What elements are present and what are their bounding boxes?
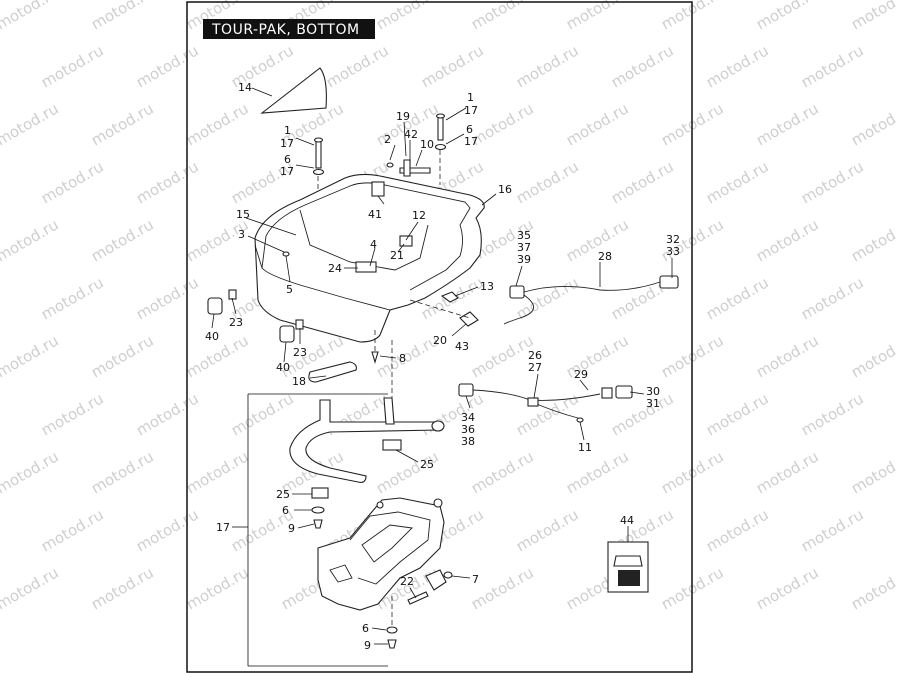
callout-44: 44 <box>620 514 634 527</box>
callout-24: 24 <box>328 262 342 275</box>
callout-17: 17 <box>280 137 294 150</box>
callout-38: 38 <box>461 435 475 448</box>
callout-9: 9 <box>288 522 295 535</box>
title-banner: TOUR-PAK, BOTTOM <box>203 19 375 39</box>
callout-18: 18 <box>292 375 306 388</box>
callout-19: 19 <box>396 110 410 123</box>
callout-36: 36 <box>461 423 475 436</box>
callout-41: 41 <box>368 208 382 221</box>
assembly-line <box>409 299 471 319</box>
group-bracket <box>247 393 388 667</box>
callout-1: 1 <box>284 124 291 137</box>
callout-1: 1 <box>467 91 474 104</box>
diagram-frame <box>186 1 693 673</box>
callout-13: 13 <box>480 280 494 293</box>
part-luggage-rack-tube <box>289 397 445 483</box>
callout-28: 28 <box>598 250 612 263</box>
callout-30: 30 <box>646 385 660 398</box>
part-liner-pad <box>260 67 327 114</box>
callout-11: 11 <box>578 441 592 454</box>
part-nut <box>313 519 323 529</box>
part-hinge-bracket <box>407 569 453 605</box>
part-washer <box>311 506 325 514</box>
callout-8: 8 <box>399 352 406 365</box>
part-wiring-harness-top <box>503 275 679 325</box>
callout-22: 22 <box>400 575 414 588</box>
callout-40: 40 <box>205 330 219 343</box>
callout-17: 17 <box>216 521 230 534</box>
callout-9: 9 <box>364 639 371 652</box>
part-bumper <box>440 291 459 303</box>
callout-10: 10 <box>420 138 434 151</box>
part-nut <box>387 639 397 649</box>
diagram-title: TOUR-PAK, BOTTOM <box>211 22 360 38</box>
part-mounting-plate <box>317 497 445 611</box>
callout-17: 17 <box>464 135 478 148</box>
part-rubber-pad <box>311 487 329 499</box>
callout-16: 16 <box>498 183 512 196</box>
callout-15: 15 <box>236 208 250 221</box>
callout-17: 17 <box>280 165 294 178</box>
part-tour-pak-bottom <box>254 173 485 343</box>
part-bolt-left <box>312 137 325 176</box>
callout-31: 31 <box>646 397 660 410</box>
part-hinge-pin <box>386 159 431 177</box>
part-plate <box>459 311 479 327</box>
part-side-clip-lower <box>279 319 304 343</box>
callout-6: 6 <box>466 123 473 136</box>
callout-26: 26 <box>528 349 542 362</box>
callout-4: 4 <box>370 238 377 251</box>
callout-20: 20 <box>433 334 447 347</box>
callout-7: 7 <box>472 573 479 586</box>
callout-39: 39 <box>517 253 531 266</box>
callout-21: 21 <box>390 249 404 262</box>
callout-layer: 14 1 17 6 17 2 19 42 10 1 17 6 17 16 15 … <box>205 81 680 652</box>
callout-23: 23 <box>229 316 243 329</box>
callout-37: 37 <box>517 241 531 254</box>
callout-6: 6 <box>282 504 289 517</box>
callout-12: 12 <box>412 209 426 222</box>
callout-42: 42 <box>404 128 418 141</box>
part-owners-manual <box>607 541 649 593</box>
callout-17: 17 <box>464 104 478 117</box>
callout-25: 25 <box>420 458 434 471</box>
callout-5: 5 <box>286 283 293 296</box>
callout-29: 29 <box>574 368 588 381</box>
callout-2: 2 <box>384 133 391 146</box>
callout-32: 32 <box>666 233 680 246</box>
callout-3: 3 <box>238 228 245 241</box>
callout-25: 25 <box>276 488 290 501</box>
callout-40: 40 <box>276 361 290 374</box>
callout-23: 23 <box>293 346 307 359</box>
callout-35: 35 <box>517 229 531 242</box>
callout-6: 6 <box>284 153 291 166</box>
part-washer <box>386 626 398 634</box>
callout-33: 33 <box>666 245 680 258</box>
callout-14: 14 <box>238 81 252 94</box>
part-screw <box>371 351 379 364</box>
part-rubber-pad <box>382 439 402 451</box>
callout-6: 6 <box>362 622 369 635</box>
callout-27: 27 <box>528 361 542 374</box>
callout-43: 43 <box>455 340 469 353</box>
callout-34: 34 <box>461 411 475 424</box>
part-bolt-right <box>434 113 447 151</box>
